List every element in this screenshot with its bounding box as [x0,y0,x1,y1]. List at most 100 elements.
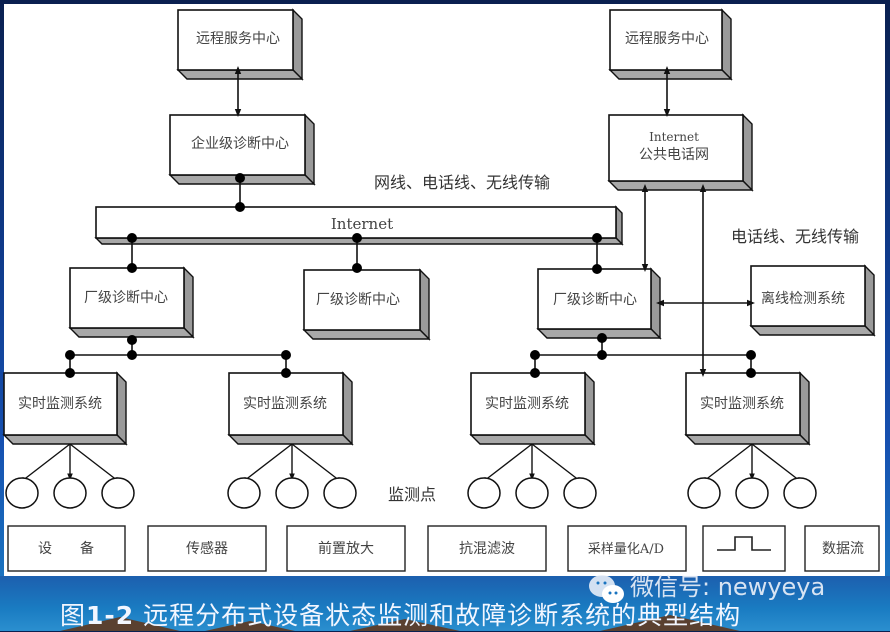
pipeline-box [7,525,126,572]
pipeline-box [147,525,267,572]
box-side [304,113,315,186]
caption-number: 1-2 [86,601,135,630]
enterprise-diagnosis-center [168,113,316,186]
box-bottom [2,434,128,445]
junction-dot [352,233,362,243]
box-bottom [684,434,811,445]
box-face [3,372,118,436]
monitoring-point [101,477,135,509]
transmission-top-annotation: 网线、电话线、无线传输 [374,173,550,192]
box-bottom [227,434,354,445]
wechat-icon [589,575,624,603]
sensor-link [701,443,753,484]
junction-dot [592,264,602,274]
box-side [721,8,732,81]
junction-dot [530,368,540,378]
realtime-system-1 [2,371,128,446]
figure-caption: 图1-2 远程分布式设备状态监测和故障诊断系统的典型结构 [60,596,741,632]
monitoring-points-annotation: 监测点 [388,485,436,504]
box-side [292,8,303,81]
realtime-system-4 [684,371,811,446]
pipeline-box [567,525,687,572]
monitoring-point [515,477,549,509]
sensor-fan-1 [5,443,135,509]
factory-center-3 [536,267,662,340]
junction-dot [352,263,362,273]
monitoring-point [735,477,769,509]
enterprise-diagnosis-center-label: 企业级诊断中心 [191,135,289,152]
monitoring-point [53,477,87,509]
internet-bus-label: Internet [331,215,393,233]
public-network-label-line1: Internet [649,130,699,144]
box-bottom [176,69,304,80]
box-face [169,114,306,176]
remote-service-center-right-label: 远程服务中心 [625,31,709,47]
box-bottom [607,180,754,191]
junction-dot [530,350,540,360]
junction-dot [281,350,291,360]
sensor-fan-3 [467,443,597,509]
pipeline-stage-antialias-filter: 抗混滤波 [459,541,515,557]
junction-dot [592,233,602,243]
pipeline-stage-data-stream: 数据流 [822,541,864,557]
box-bottom [749,325,876,336]
public-network-label-line2: 公共电话网 [639,147,709,163]
mountain-decoration [600,615,740,631]
box-face [95,206,617,239]
box-bottom [469,434,596,445]
junction-dot [597,350,607,360]
junction-dot [127,263,137,273]
caption-band [0,576,890,631]
monitoring-point [5,477,39,509]
box-side [419,268,430,341]
monitoring-point [323,477,357,509]
monitoring-point [783,477,817,509]
mountain-decoration [60,617,180,631]
monitoring-point [467,477,501,509]
mountain-decoration [205,621,295,631]
offline-system-label: 离线检测系统 [761,290,845,307]
junction-dot [127,350,137,360]
junction-dot [746,350,756,360]
box-side [650,267,661,340]
sensor-link [481,443,533,484]
junction-dot [127,335,137,345]
box-face [537,268,652,330]
box-side [799,371,810,446]
realtime-system-4-label: 实时监测系统 [700,396,784,412]
sensor-fan-4 [687,443,817,509]
realtime-system-2 [227,371,354,446]
box-side [742,113,753,192]
box-side [864,264,875,337]
remote-service-center-right [608,8,733,81]
junction-dot [597,333,607,343]
pipeline-box [804,525,880,572]
box-bottom [608,69,733,80]
sensor-link [19,443,71,484]
factory-center-1-label: 厂级诊断中心 [84,290,168,306]
sensor-link [69,443,121,484]
realtime-system-3-label: 实时监测系统 [485,396,569,412]
box-side [183,266,194,339]
junction-dot [127,233,137,243]
realtime-system-3 [469,371,596,446]
monitoring-point [687,477,721,509]
pipeline-stage-sampling-ad: 采样量化A/D [588,542,664,557]
box-side [342,371,353,446]
junction-dot [235,173,245,183]
pipeline-box [702,525,786,572]
mountain-decoration [350,619,460,631]
caption-title: 远程分布式设备状态监测和故障诊断系统的典型结构 [134,601,742,630]
box-face [685,372,801,436]
caption-prefix: 图 [60,601,87,630]
pipeline-stage-sensor: 传感器 [186,540,228,557]
pulse-waveform-icon [717,536,771,551]
sensor-fan-2 [227,443,357,509]
internet-bus [94,205,624,246]
box-face [470,372,586,436]
factory-center-2 [302,268,431,341]
pipeline-stage-preamp: 前置放大 [318,540,374,557]
factory-center-1 [68,266,195,339]
junction-dot [65,368,75,378]
realtime-system-1-label: 实时监测系统 [18,396,102,412]
